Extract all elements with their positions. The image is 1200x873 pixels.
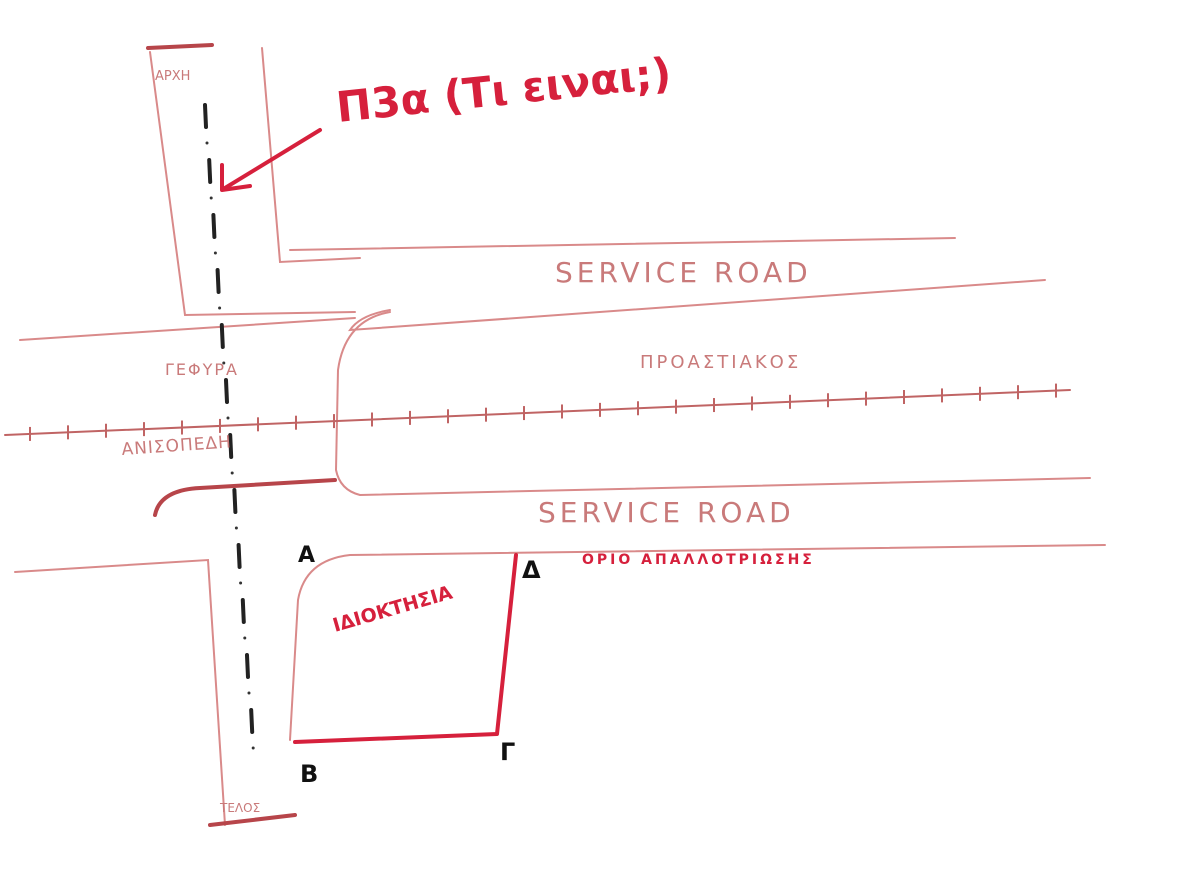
point-a-label: A (298, 543, 315, 568)
centerline-dot (230, 471, 234, 475)
service-road-bottom-label: SERVICE ROAD (538, 496, 795, 529)
centerline-dash (244, 653, 250, 679)
centerline-dot (222, 361, 226, 365)
centerline-dot (218, 306, 222, 310)
property-boundary (293, 553, 518, 744)
centerline-dash (211, 213, 217, 239)
centerline-dash (215, 268, 221, 294)
centerline-dash (236, 543, 242, 569)
bridge-label: ΓΕΦΥΡΑ (165, 360, 239, 379)
centerline-dot (213, 251, 217, 255)
centerline-dash (223, 378, 229, 404)
centerline-dash (240, 598, 246, 624)
railway (4, 383, 1071, 441)
centerline-dash (228, 433, 234, 459)
point-g-label: Γ (500, 738, 515, 766)
expropriation-limit-label: ΟΡΙΟ ΑΠΑΛΛΟΤΡΙΩΣΗΣ (582, 552, 815, 568)
centerline-dash (232, 488, 238, 514)
centerline-dot (251, 746, 255, 750)
centerline-dash (203, 103, 208, 129)
centerline-dash (249, 708, 255, 734)
centerline-dot (247, 691, 251, 695)
centerline-dash (219, 323, 225, 349)
centerline-dot (226, 416, 230, 420)
centerline-dot (205, 141, 209, 145)
vertical-road-lower (14, 544, 1106, 827)
bridge-lower-edge (153, 478, 337, 517)
bridge-edge (334, 311, 1091, 497)
centerline-dot (239, 581, 243, 585)
vertical-road-upper (146, 43, 361, 317)
start-label: ΑΡΧΗ (155, 69, 190, 84)
grade-separated-label: ΑΝΙΣΟΠΕΔΗ (121, 432, 233, 460)
centerline-dot (209, 196, 213, 200)
question-label: Π3α (Τι ειναι;) (334, 48, 674, 132)
service-road-top (289, 237, 1046, 332)
left-road-edge (19, 317, 356, 341)
point-d-label: Δ (522, 556, 541, 584)
centerline-dot (243, 636, 247, 640)
end-label: ΤΕΛΟΣ (219, 801, 260, 815)
road-centerline (203, 103, 255, 750)
arrow-icon (220, 128, 322, 192)
centerline-dot (234, 526, 238, 530)
centerline-dash (207, 158, 213, 184)
suburban-rail-label: ΠΡΟΑΣΤΙΑΚΟΣ (640, 352, 801, 373)
point-b-label: B (300, 760, 318, 788)
property-label: ΙΔΙΟΚΤΗΣΙΑ (330, 582, 455, 637)
service-road-top-label: SERVICE ROAD (555, 256, 812, 289)
